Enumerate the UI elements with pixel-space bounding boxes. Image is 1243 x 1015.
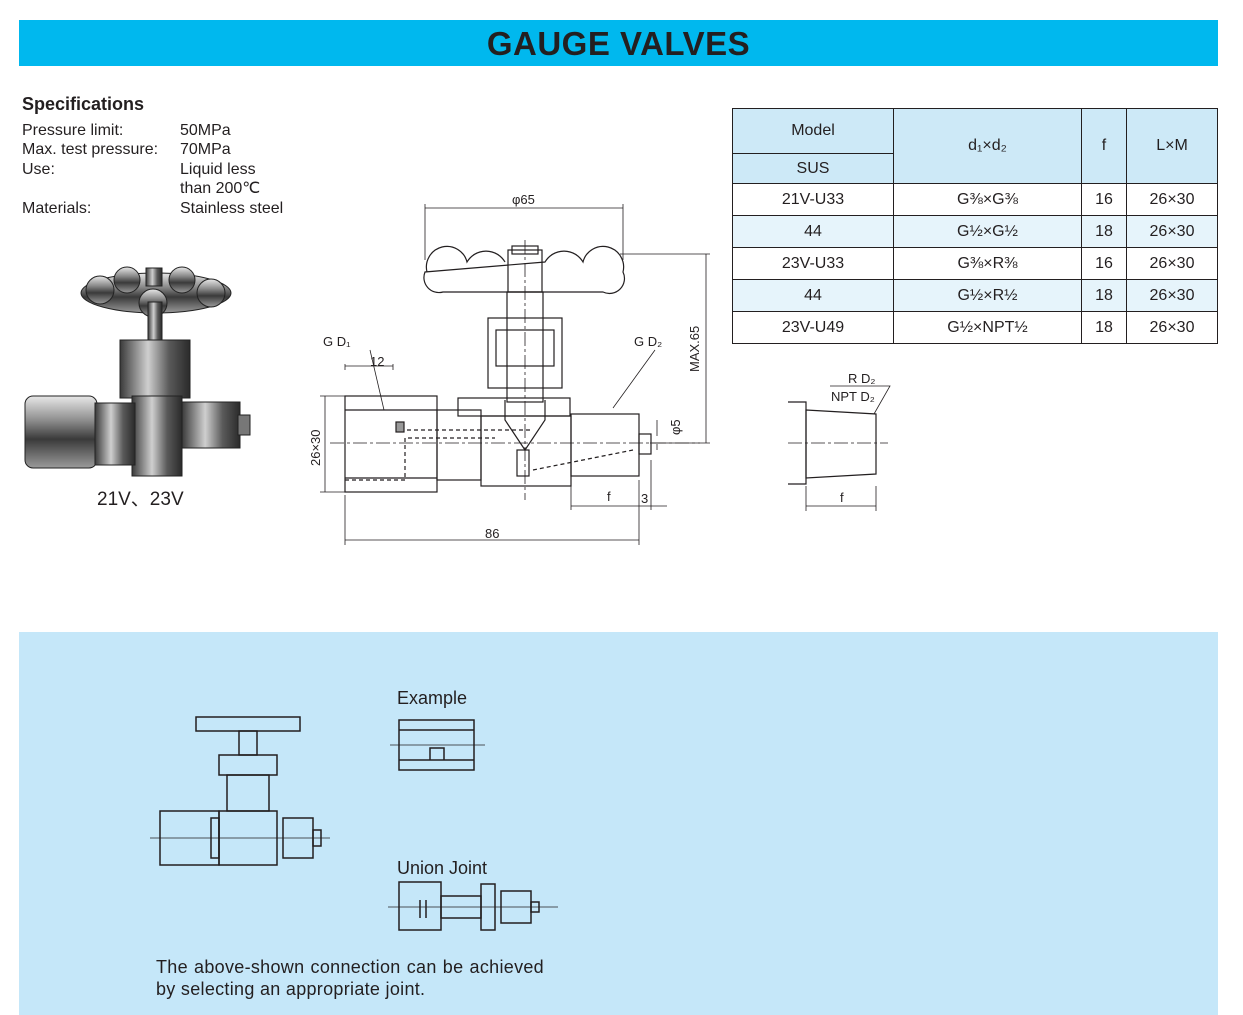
taper-thread-detail (788, 385, 891, 511)
spec-key: Pressure limit: (22, 121, 124, 139)
cell-f: 18 (1081, 279, 1127, 312)
dim-26x30: 26×30 (308, 429, 323, 466)
label-rd2: R D₂ (848, 371, 875, 386)
spec-value: Stainless steel (180, 199, 284, 217)
cell-f: 18 (1081, 215, 1127, 248)
drawing-labels: φ65 G D₁ 12 G D₂ MAX.65 φ5 26×30 f 3 86 … (308, 192, 875, 541)
table-row: 23V-U49 G½×NPT½ 18 26×30 (732, 311, 1218, 344)
cell-lm: 26×30 (1126, 279, 1218, 312)
spec-key: Max. test pressure: (22, 141, 159, 158)
spec-value: Liquid less (180, 160, 256, 178)
header-lxm: L×M (1126, 108, 1218, 184)
spec-value: 70MPa (180, 141, 231, 158)
spec-row: Max. test pressure: 70MPa (22, 140, 283, 160)
specifications-heading: Specifications (22, 94, 145, 114)
union-joint-label: Union Joint (397, 858, 488, 878)
label-gd2: G D₂ (634, 334, 662, 349)
connection-note-text: The above-shown connection can be achiev… (156, 957, 544, 999)
header-d1xd2: d₁×d₂ (893, 108, 1082, 184)
dim-86: 86 (485, 526, 499, 541)
dim-12: 12 (370, 354, 384, 369)
spec-key: Use: (22, 160, 55, 178)
specifications-block: Specifications Pressure limit: 50MPa Max.… (22, 94, 283, 219)
valve-photo (24, 266, 251, 477)
cell-f: 18 (1081, 311, 1127, 344)
dim-3: 3 (641, 491, 648, 506)
cell-d: G⅜×R⅜ (893, 247, 1082, 280)
label-gd1: G D₁ (323, 334, 351, 349)
spec-row: Use: Liquid less (22, 160, 283, 180)
dim-max65: MAX.65 (687, 326, 702, 372)
cell-lm: 26×30 (1126, 311, 1218, 344)
dim-f2: f (840, 490, 844, 505)
cell-d: G½×R½ (893, 279, 1082, 312)
spec-value: than 200℃ (180, 180, 261, 197)
cell-lm: 26×30 (1126, 247, 1218, 280)
cell-model: 44 (732, 215, 894, 248)
cell-lm: 26×30 (1126, 183, 1218, 216)
label-nptd2: NPT D₂ (831, 389, 875, 404)
table-row: 23V-U33 G⅜×R⅜ 16 26×30 (732, 247, 1218, 280)
dim-f: f (607, 489, 611, 504)
cell-d: G½×NPT½ (893, 311, 1082, 344)
cell-d: G⅜×G⅜ (893, 183, 1082, 216)
cell-model: 23V-U49 (732, 311, 894, 344)
cell-model: 44 (732, 279, 894, 312)
spec-row: Materials: Stainless steel (22, 199, 283, 219)
spec-row: Pressure limit: 50MPa (22, 121, 283, 141)
cell-f: 16 (1081, 247, 1127, 280)
header-f: f (1081, 108, 1127, 184)
cell-model: 23V-U33 (732, 247, 894, 280)
cell-lm: 26×30 (1126, 215, 1218, 248)
table-row: 44 G½×R½ 18 26×30 (732, 279, 1218, 312)
cell-model: 21V-U33 (732, 183, 894, 216)
header-model: Model (732, 108, 894, 154)
table-row: 44 G½×G½ 18 26×30 (732, 215, 1218, 248)
dim-phi5: φ5 (668, 419, 683, 435)
title-banner: GAUGE VALVES (19, 20, 1218, 66)
valve-dimension-drawing (320, 204, 710, 545)
example-label: Example (397, 688, 468, 708)
photo-caption: 21V、23V (97, 489, 184, 510)
page-title: GAUGE VALVES (486, 25, 751, 62)
model-table: Model d₁×d₂ f L×M SUS 21V-U33 G⅜×G⅜ 16 2… (732, 108, 1218, 344)
header-sus: SUS (732, 153, 894, 184)
dim-phi65: φ65 (512, 192, 535, 207)
table-row: 21V-U33 G⅜×G⅜ 16 26×30 (732, 183, 1218, 216)
cell-d: G½×G½ (893, 215, 1082, 248)
spec-row: than 200℃ (22, 179, 283, 199)
cell-f: 16 (1081, 183, 1127, 216)
spec-key: Materials: (22, 199, 92, 217)
spec-value: 50MPa (180, 121, 231, 139)
